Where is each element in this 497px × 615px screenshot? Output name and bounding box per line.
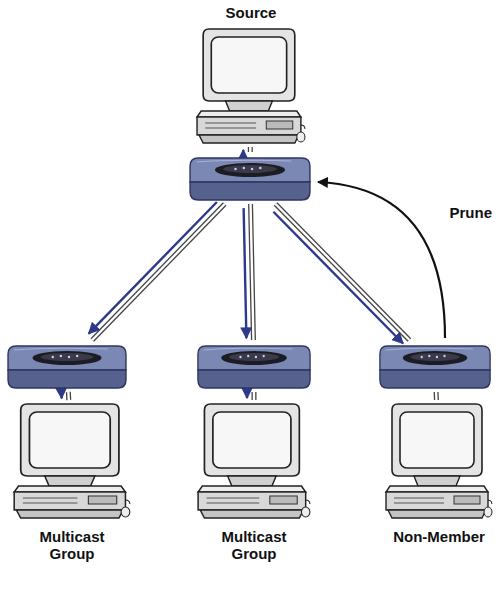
prune-arrow	[318, 182, 445, 338]
edge-label: Prune	[447, 204, 494, 221]
node-label: Source	[195, 2, 307, 25]
link-connector	[62, 392, 69, 400]
router-icon	[196, 340, 312, 392]
link-connector	[244, 204, 254, 340]
computer-picture	[196, 400, 312, 522]
node-label: Non-Member	[385, 522, 493, 547]
link-connector	[247, 392, 254, 400]
computer-picture	[384, 400, 494, 522]
link-connector	[436, 392, 437, 400]
node-label: Multicast Group	[18, 522, 126, 564]
router-picture	[6, 340, 128, 392]
computer-icon	[384, 400, 494, 522]
computer-icon	[195, 25, 307, 147]
router-node	[188, 152, 312, 204]
computer-icon	[196, 400, 312, 522]
router-node	[378, 340, 492, 392]
computer-icon	[12, 400, 132, 522]
router-node	[196, 340, 312, 392]
computer-node: Multicast Group	[196, 400, 312, 564]
computer-node: Non-Member	[384, 400, 494, 547]
computer-node: Source	[195, 2, 307, 147]
router-icon	[378, 340, 492, 392]
computer-picture	[12, 400, 132, 522]
router-node	[6, 340, 128, 392]
router-picture	[378, 340, 492, 392]
link-connector	[273, 204, 409, 343]
router-icon	[188, 152, 312, 204]
router-picture	[188, 152, 312, 204]
router-picture	[196, 340, 312, 392]
link-connector	[243, 147, 250, 152]
computer-picture	[195, 25, 307, 147]
node-label: Multicast Group	[200, 522, 308, 564]
link-connector	[89, 202, 225, 340]
computer-node: Multicast Group	[12, 400, 132, 564]
router-icon	[6, 340, 128, 392]
